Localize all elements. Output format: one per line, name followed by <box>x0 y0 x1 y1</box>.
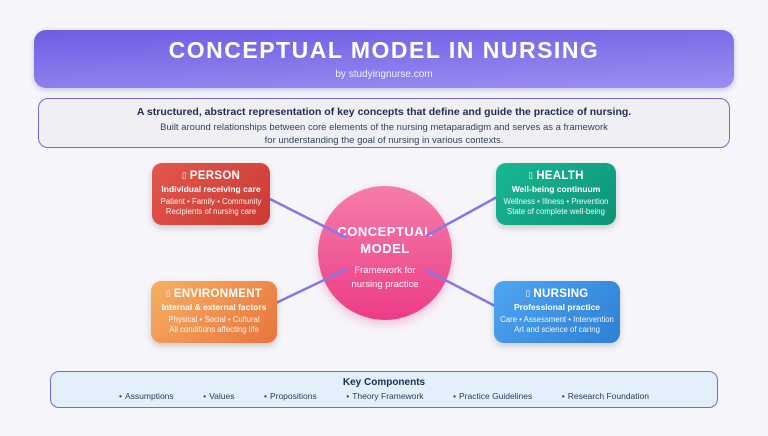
person-subtitle: Individual receiving care <box>161 184 261 194</box>
list-item: •Propositions <box>264 391 317 401</box>
concept-card-nursing: ▯NURSING Professional practice Care • As… <box>494 281 620 343</box>
central-title: CONCEPTUAL MODEL <box>318 186 452 257</box>
definition-detail-line1: Built around relationships between core … <box>160 122 608 133</box>
central-concept-circle: CONCEPTUAL MODEL Framework for nursing p… <box>318 186 452 320</box>
person-title-label: PERSON <box>189 170 241 182</box>
key-components-list: •Assumptions •Values •Propositions •Theo… <box>51 391 717 401</box>
person-detail-2: Recipients of nursing care <box>165 207 257 216</box>
list-item: •Research Foundation <box>562 391 649 401</box>
key-component-label: Propositions <box>269 391 317 401</box>
definition-main: A structured, abstract representation of… <box>136 106 632 118</box>
key-component-label: Theory Framework <box>352 391 424 401</box>
environment-subtitle: Internal & external factors <box>161 302 267 312</box>
central-title-line2: MODEL <box>360 241 410 256</box>
nursing-title: ▯NURSING <box>494 288 620 300</box>
nursing-detail-1: Care • Assessment • Intervention <box>500 315 614 324</box>
person-icon: ▯ <box>181 170 187 180</box>
key-components-box: Key Components •Assumptions •Values •Pro… <box>50 371 718 408</box>
nursing-icon: ▯ <box>525 288 531 298</box>
page-title: CONCEPTUAL MODEL IN NURSING <box>168 37 600 63</box>
central-subtitle-line2: nursing practice <box>351 279 419 290</box>
nursing-subtitle: Professional practice <box>514 302 600 312</box>
environment-title-label: ENVIRONMENT <box>173 288 263 300</box>
environment-detail-1: Physical • Social • Cultural <box>168 315 260 324</box>
list-item: •Theory Framework <box>346 391 423 401</box>
key-components-title: Key Components <box>342 377 426 388</box>
definition-detail-line2: for understanding the goal of nursing in… <box>264 135 504 146</box>
key-component-label: Practice Guidelines <box>459 391 533 401</box>
concept-card-environment: ▯ENVIRONMENT Internal & external factors… <box>151 281 277 343</box>
definition-detail: Built around relationships between core … <box>39 121 729 147</box>
bullet-icon: • <box>263 391 267 401</box>
concept-card-person: ▯PERSON Individual receiving care Patien… <box>152 163 270 225</box>
concept-card-health: ▯HEALTH Well-being continuum Wellness • … <box>496 163 616 225</box>
environment-detail-2: All conditions affecting life <box>169 325 259 334</box>
environment-icon: ▯ <box>165 288 171 298</box>
key-component-label: Research Foundation <box>567 391 649 401</box>
bullet-icon: • <box>346 391 350 401</box>
health-detail-2: State of complete well-being <box>507 207 605 216</box>
bullet-icon: • <box>119 391 122 401</box>
health-title: ▯HEALTH <box>496 170 616 182</box>
page-subtitle: by studyingnurse.com <box>335 69 433 80</box>
health-detail-1: Wellness • Illness • Prevention <box>503 197 609 206</box>
list-item: •Assumptions <box>119 391 174 401</box>
health-icon: ▯ <box>528 170 534 180</box>
key-component-label: Assumptions <box>124 391 174 401</box>
environment-title: ▯ENVIRONMENT <box>151 288 277 300</box>
bullet-icon: • <box>453 391 456 401</box>
key-component-label: Values <box>209 391 235 401</box>
nursing-title-label: NURSING <box>533 288 589 300</box>
central-subtitle: Framework for nursing practice <box>318 264 452 292</box>
health-title-label: HEALTH <box>536 170 584 182</box>
list-item: •Practice Guidelines <box>453 391 532 401</box>
definition-box: A structured, abstract representation of… <box>38 98 730 148</box>
person-detail-1: Patient • Family • Community <box>160 197 262 206</box>
bullet-icon: • <box>203 391 207 401</box>
list-item: •Values <box>203 391 234 401</box>
person-title: ▯PERSON <box>152 170 270 182</box>
nursing-detail-2: Art and science of caring <box>514 325 600 334</box>
header-banner: CONCEPTUAL MODEL IN NURSING by studyingn… <box>34 30 734 88</box>
bullet-icon: • <box>561 391 565 401</box>
health-subtitle: Well-being continuum <box>511 184 601 194</box>
central-subtitle-line1: Framework for <box>354 265 416 276</box>
central-title-line1: CONCEPTUAL <box>337 224 433 239</box>
